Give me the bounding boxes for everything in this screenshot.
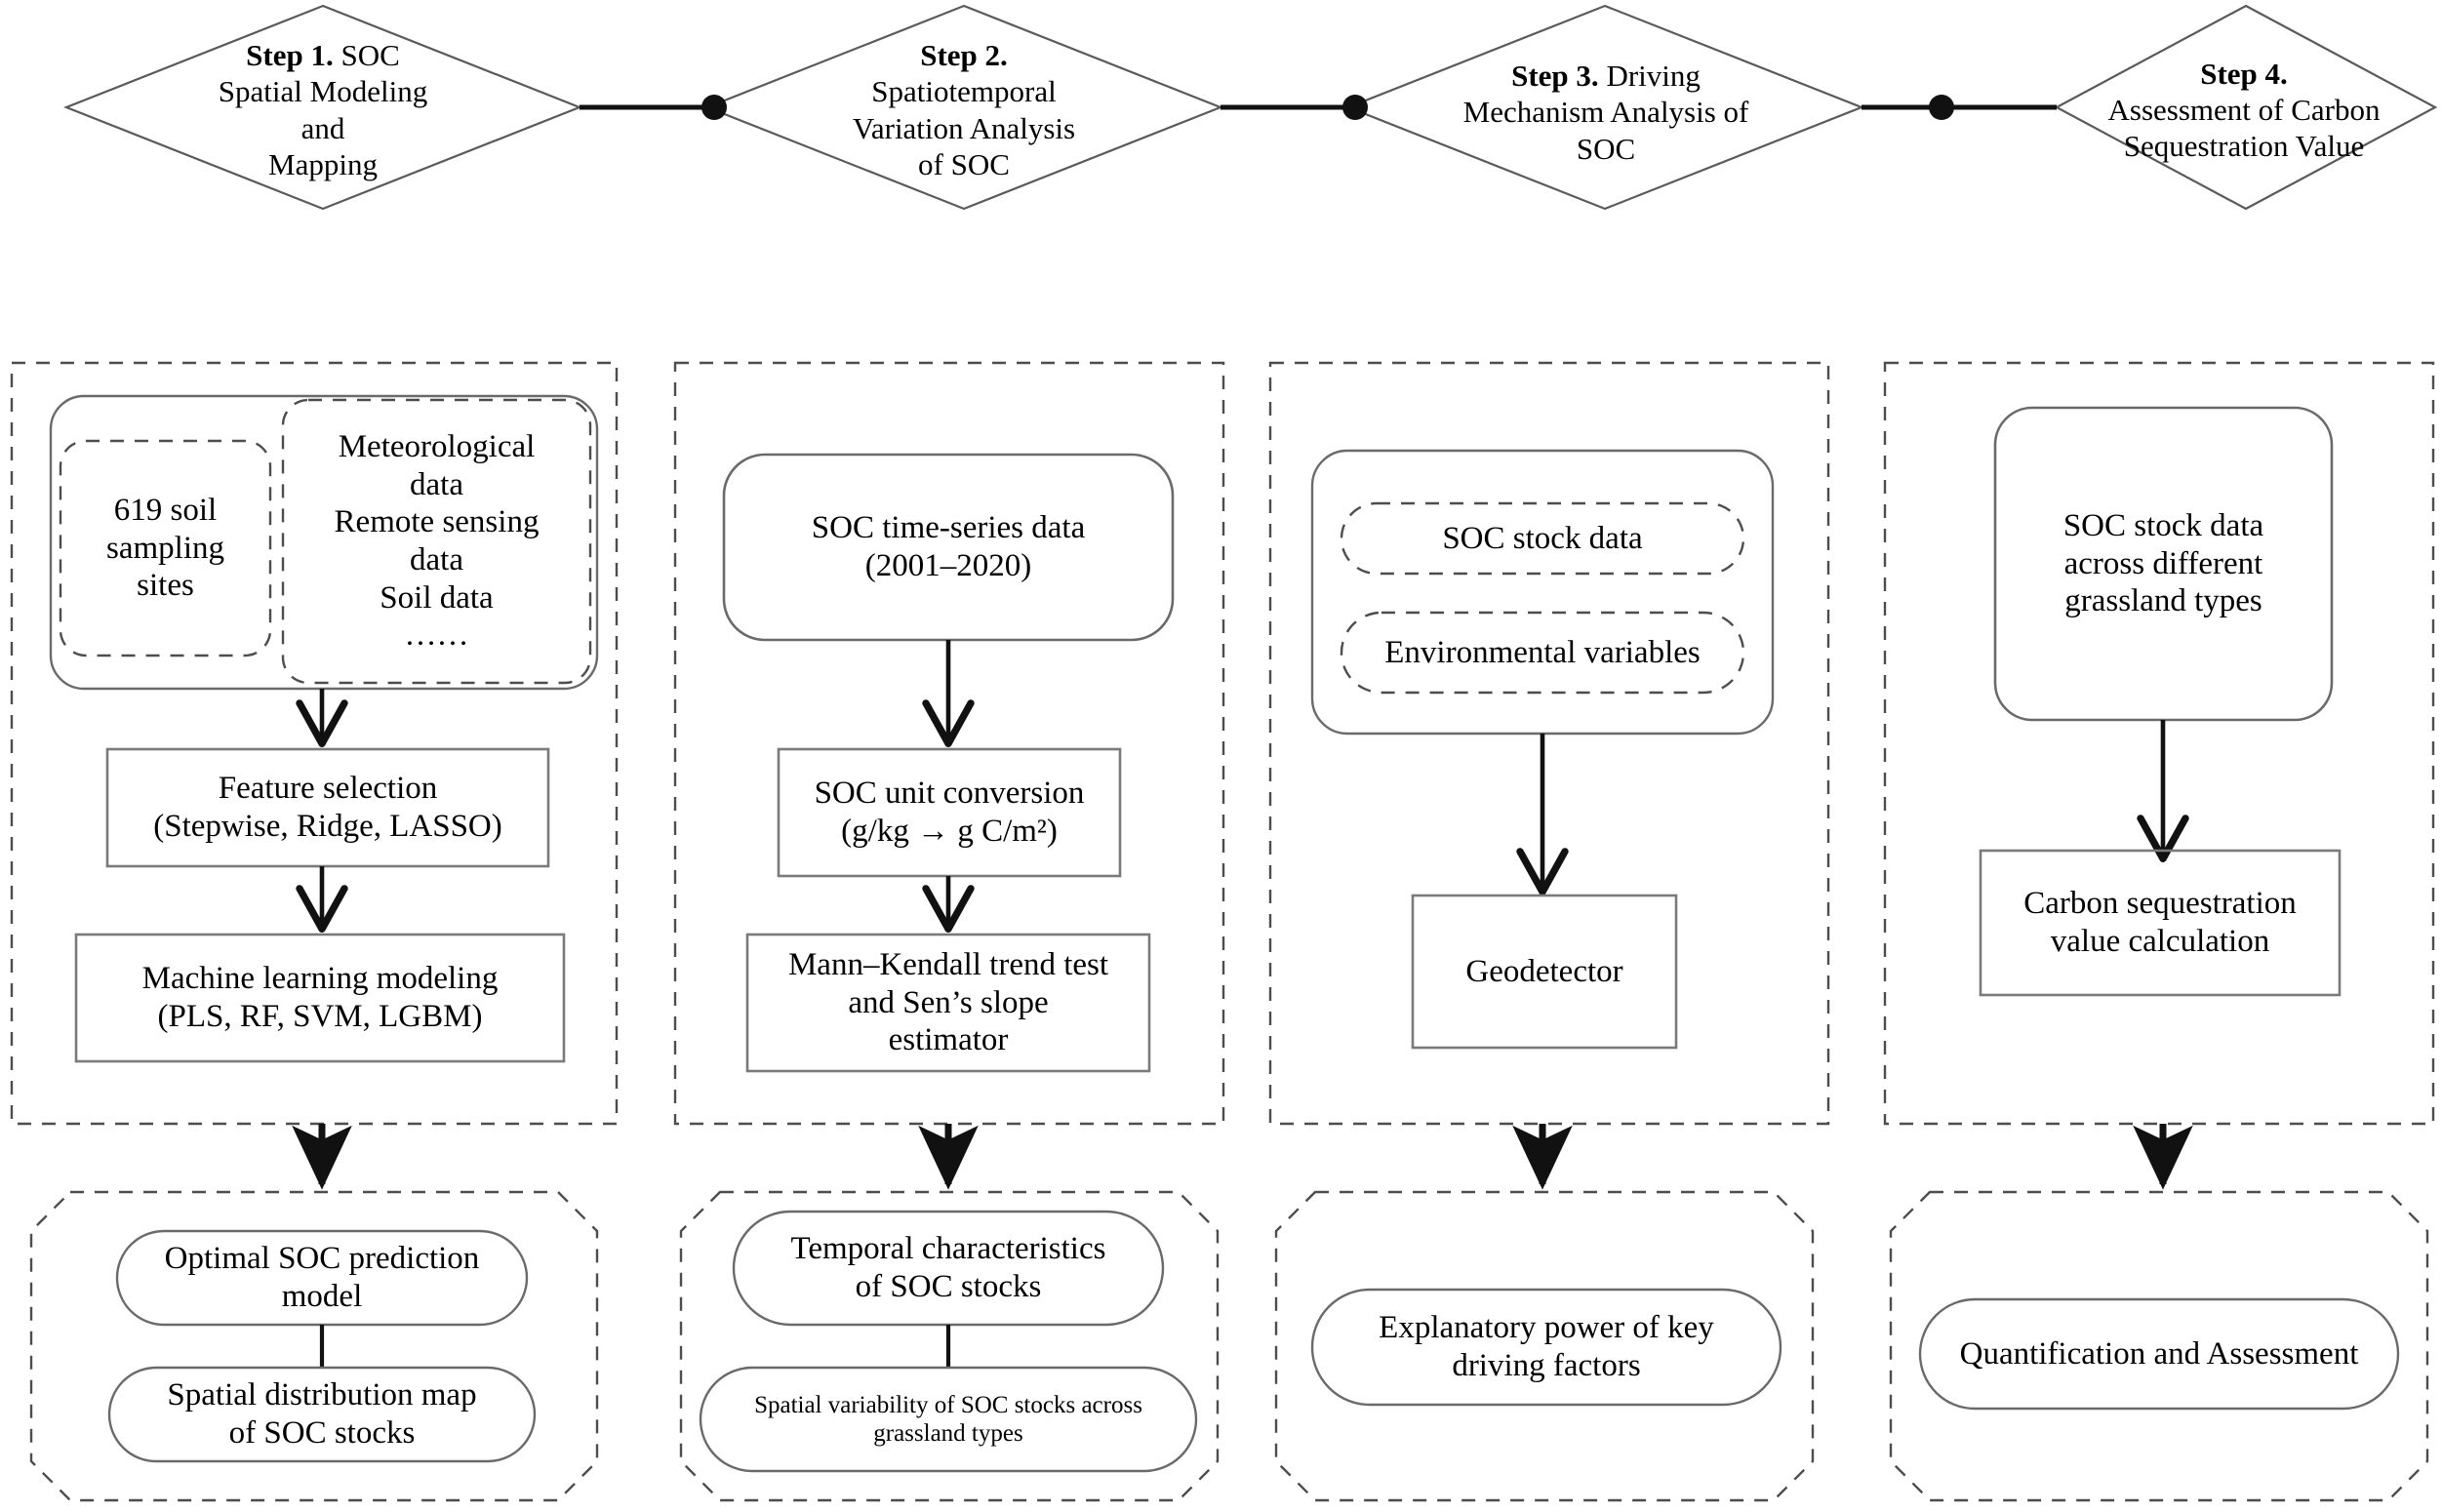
step-3-label-bold: Step 3.: [1511, 59, 1599, 94]
step-1-label-bold: Step 1.: [246, 38, 334, 73]
column-2-group-outline: [673, 361, 1225, 1126]
step-4-label-bold: Step 4.: [2200, 56, 2288, 91]
column-2-process-1-label: SOC unit conversion (g/kg → g C/m²): [814, 776, 1085, 849]
column-2-output-container: [679, 1190, 1220, 1502]
column-1-input-right-box[interactable]: [281, 398, 592, 685]
column-2-process-2-label: Mann–Kendall trend test and Sen’s slope …: [787, 947, 1109, 1058]
step-4-label-rest: Assessment of Carbon Sequestration Value: [2107, 92, 2381, 164]
column-4-process-1-label: Carbon sequestration value calculation: [2023, 886, 2297, 959]
connector-nodes: [701, 95, 1954, 120]
step-2-label-rest: Spatiotemporal Variation Analysis of SOC: [852, 74, 1076, 181]
column-2-output-2-label: Spatial variability of SOC stocks across…: [754, 1391, 1142, 1447]
column-4-output-container: [1889, 1190, 2429, 1502]
column-1-output-2-pill[interactable]: [107, 1366, 537, 1463]
column-1-process-2-label: Machine learning modeling (PLS, RF, SVM,…: [141, 961, 499, 1034]
step-3-diamond[interactable]: [1345, 4, 1864, 211]
column-3-group-outline: [1268, 361, 1830, 1126]
column-4-group-outline: [1883, 361, 2435, 1126]
step-1-label-rest: SOC Spatial Modeling and Mapping: [218, 38, 428, 181]
column-1-output-2-label: Spatial distribution map of SOC stocks: [167, 1377, 477, 1451]
step-3-label: Step 3. Driving Mechanism Analysis of SO…: [1389, 35, 1822, 189]
step-4-label: Step 4. Assessment of Carbon Sequestrati…: [2027, 29, 2442, 190]
column-2-output-1-label: Temporal characteristics of SOC stocks: [790, 1231, 1106, 1304]
column-1-input-left-box[interactable]: [59, 439, 272, 657]
column-4-process-1-box[interactable]: [1979, 849, 2342, 997]
column-2-output-2-pill[interactable]: [699, 1366, 1198, 1473]
column-4-output-1-pill[interactable]: [1918, 1297, 2400, 1411]
column-2-process-2-box[interactable]: [745, 933, 1151, 1073]
column-1-output-container: [29, 1190, 599, 1502]
connector-node-2: [1342, 95, 1368, 120]
column-3-input-item-2-label: Environmental variables: [1384, 634, 1701, 670]
column-3-input-item-2-box[interactable]: [1340, 611, 1745, 695]
column-1-process-2-box[interactable]: [74, 933, 566, 1063]
column-1-output-1-label: Optimal SOC prediction model: [164, 1241, 480, 1314]
column-1-process-1-box[interactable]: [105, 747, 550, 868]
column-3-output-container: [1274, 1190, 1815, 1502]
column-4-input-label: SOC stock data across different grasslan…: [2062, 508, 2264, 619]
step-1-diamond[interactable]: [63, 4, 582, 211]
column-1-input-right-label: Meteorological data Remote sensing data …: [334, 429, 540, 654]
column-2-input-label: SOC time-series data (2001–2020): [811, 510, 1086, 583]
column-1-group-outline: [10, 361, 619, 1126]
step-1-label: Step 1. SOC Spatial Modeling and Mapping: [123, 29, 523, 190]
column-3-output-1-pill[interactable]: [1310, 1288, 1782, 1407]
step-3-label-rest: Driving Mechanism Analysis of SOC: [1462, 59, 1749, 166]
column-3-output-1-label: Explanatory power of key driving factors: [1379, 1310, 1714, 1383]
connector-node-3: [1929, 95, 1954, 120]
column-4-output-1-label: Quantification and Assessment: [1959, 1335, 2359, 1372]
column-1-input-left-label: 619 soil sampling sites: [106, 493, 224, 604]
step-2-label-bold: Step 2.: [920, 38, 1008, 73]
column-3-process-1-label: Geodetector: [1465, 953, 1623, 989]
column-1-process-1-label: Feature selection (Stepwise, Ridge, LASS…: [153, 771, 502, 844]
step-4-diamond[interactable]: [2054, 4, 2438, 211]
step-2-label: Step 2. Spatiotemporal Variation Analysi…: [764, 29, 1164, 190]
column-3-process-1-box[interactable]: [1411, 894, 1678, 1050]
step-2-diamond[interactable]: [704, 4, 1223, 211]
connector-node-1: [701, 95, 727, 120]
column-3-input-item-1-label: SOC stock data: [1442, 520, 1643, 556]
step-diamonds: [63, 4, 2438, 211]
